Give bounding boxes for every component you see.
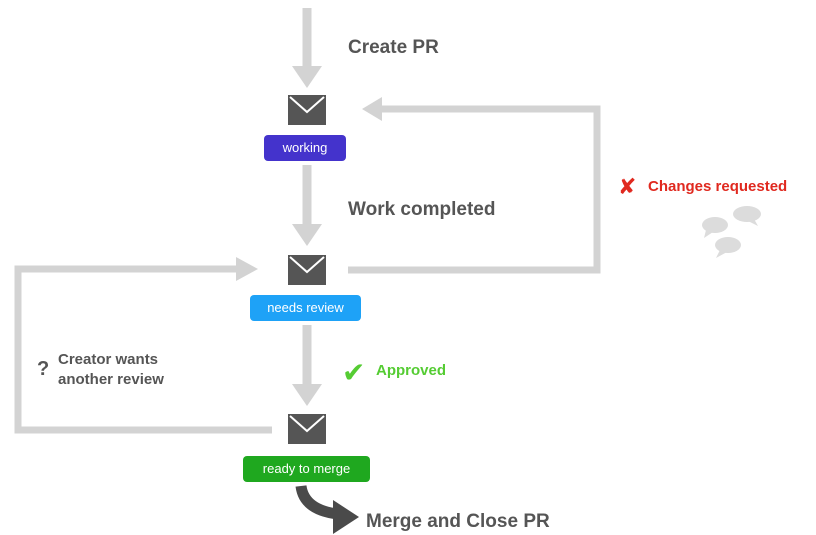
question-icon: ? (37, 358, 50, 380)
work-completed-label: Work completed (348, 199, 496, 220)
merge-close-label: Merge and Close PR (366, 511, 550, 532)
envelope-icon (288, 414, 326, 444)
another-review-line-1: Creator wants (58, 351, 159, 368)
changes-requested-label: Changes requested (648, 178, 788, 195)
speech-bubbles-icon (702, 206, 761, 258)
another-review-label: Creator wants another review (58, 350, 164, 390)
envelope-icon (288, 255, 326, 285)
another-review-loop (14, 257, 272, 434)
changes-requested-loop (348, 97, 601, 274)
another-review-line-2: another review (58, 371, 164, 388)
curved-arrow-icon (295, 484, 359, 534)
work-completed-arrow (292, 165, 322, 246)
create-arrow (292, 8, 322, 88)
envelope-icon (288, 95, 326, 125)
check-icon: ✔ (342, 357, 366, 388)
create-pr-label: Create PR (348, 37, 439, 58)
approved-arrow (292, 325, 322, 406)
state-badge-needs-review: needs review (250, 295, 361, 321)
approved-label: Approved (376, 362, 447, 379)
state-badge-working: working (264, 135, 346, 161)
state-badge-ready-to-merge: ready to merge (243, 456, 370, 482)
cross-icon: ✘ (618, 174, 637, 199)
